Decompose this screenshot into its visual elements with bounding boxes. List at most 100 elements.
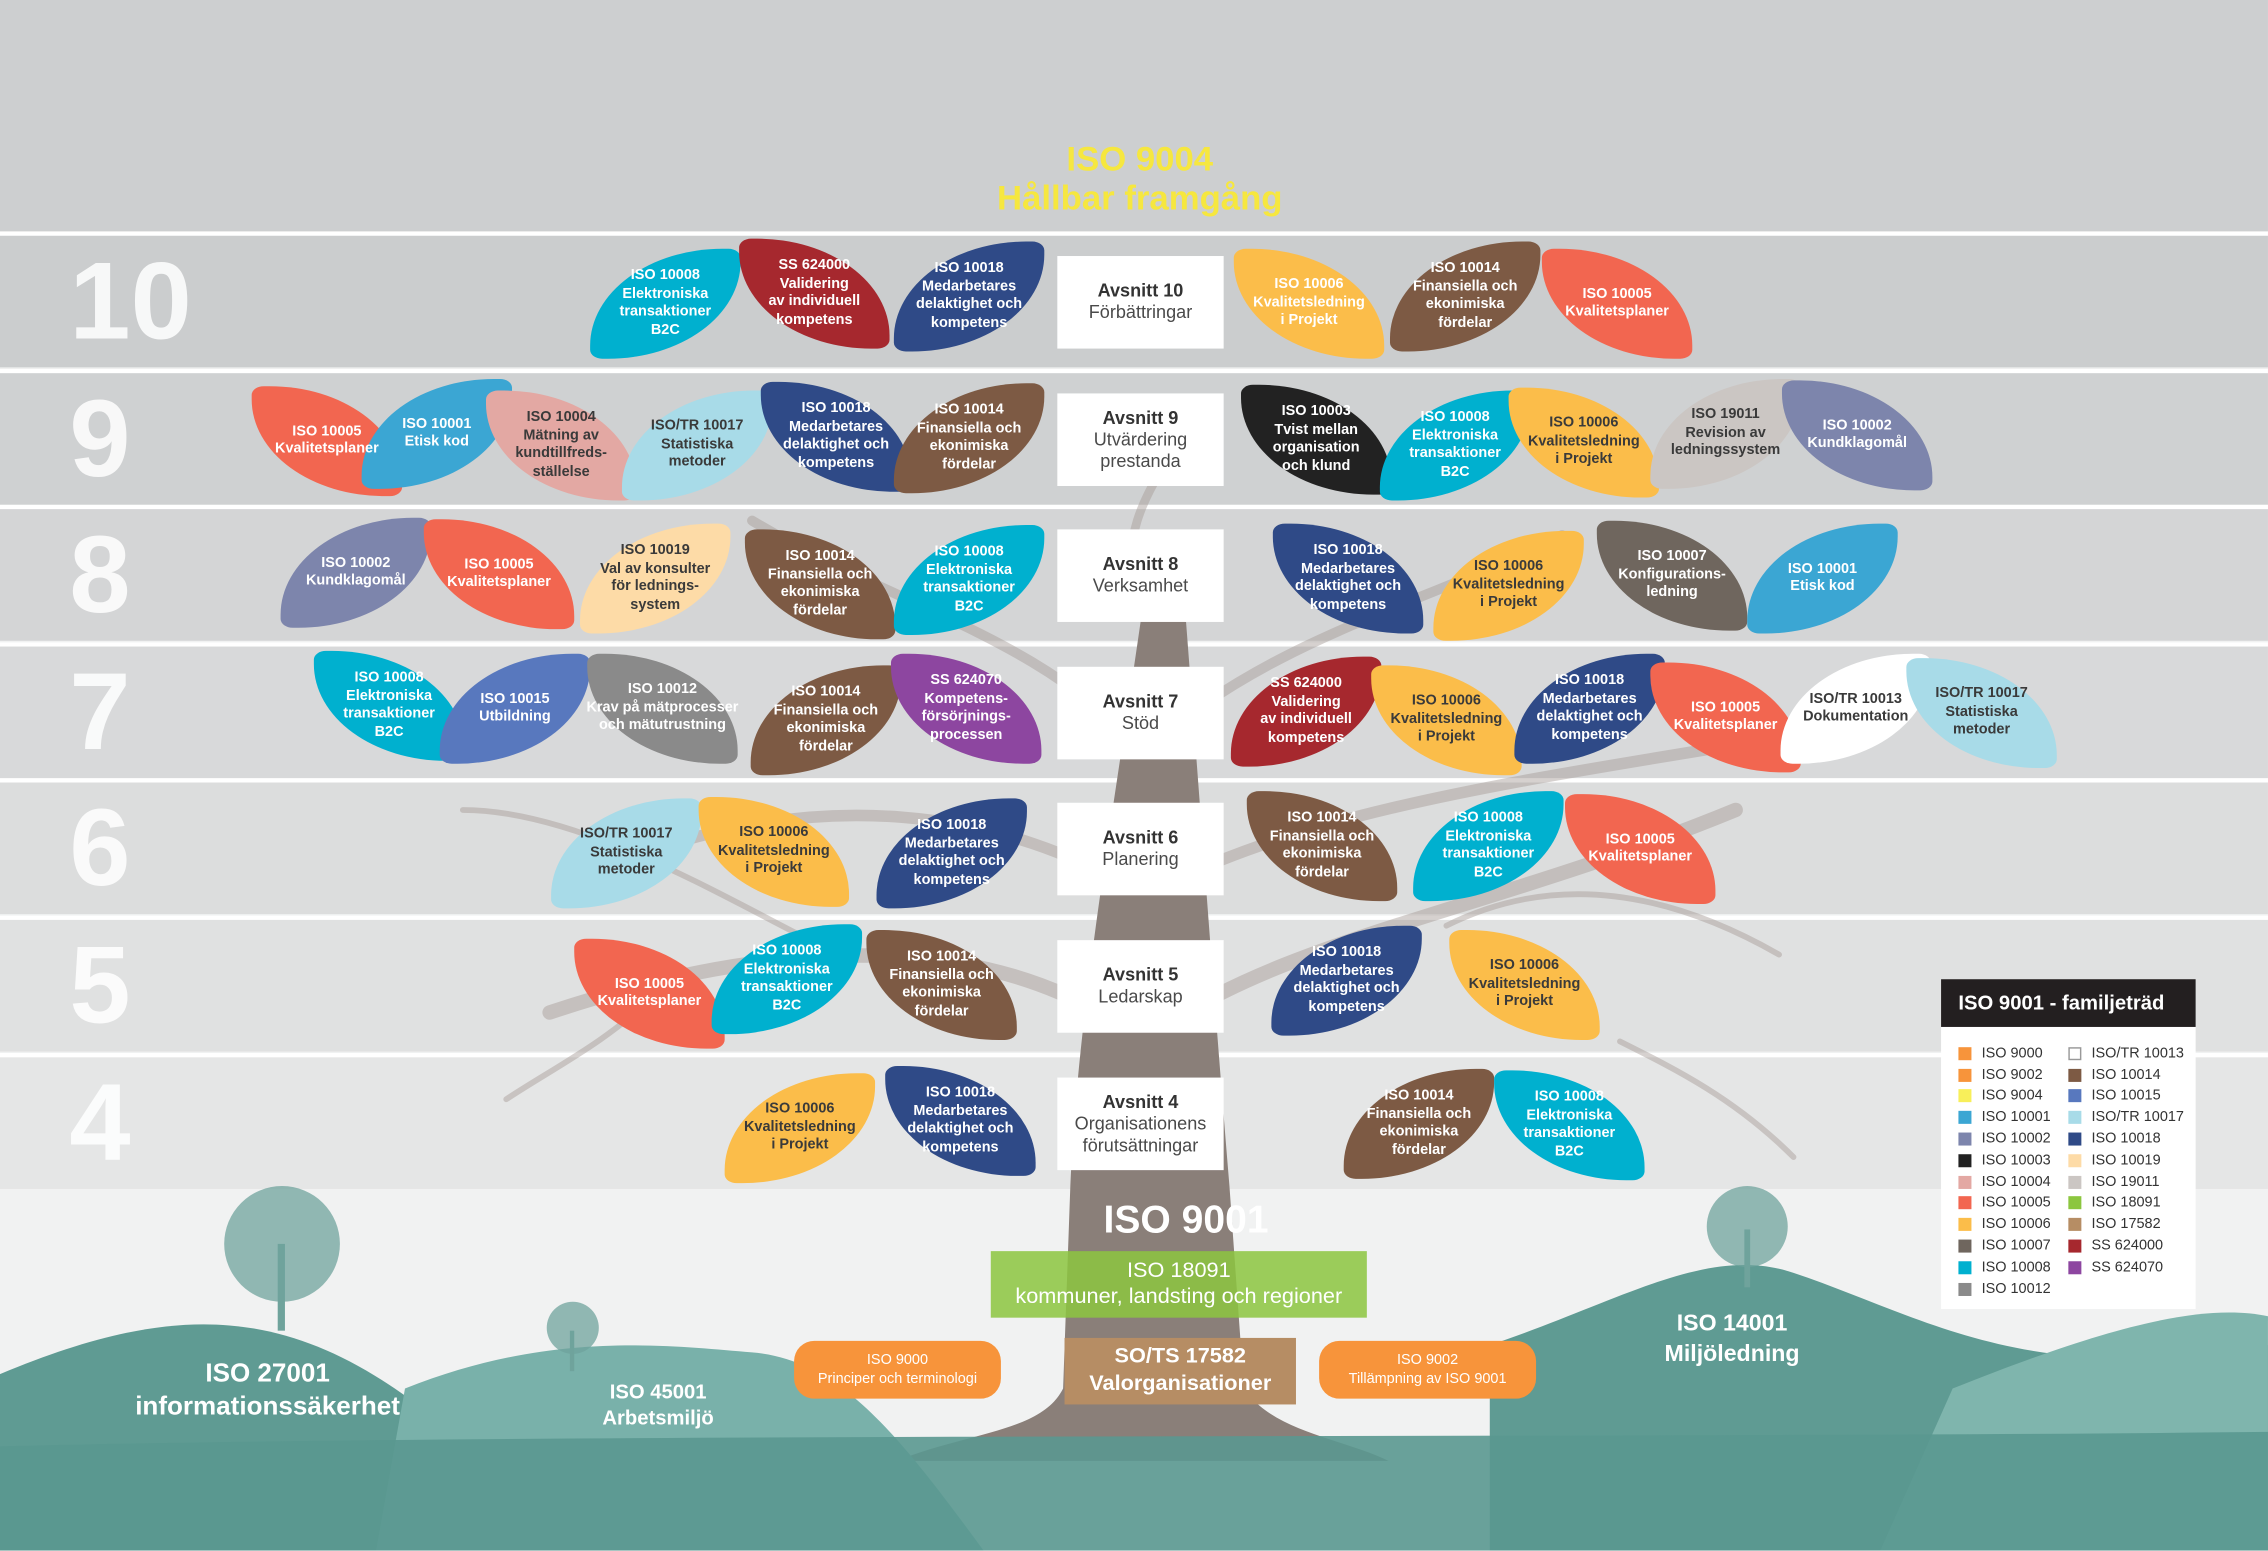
leaf-description: transaktioner	[1523, 1125, 1616, 1142]
legend-item: ISO 10018	[2068, 1128, 2184, 1149]
legend-item: ISO 19011	[2068, 1171, 2184, 1192]
leaf-description: B2C	[374, 723, 404, 740]
leaf-description: i Projekt	[1480, 594, 1538, 611]
leaf-description: fördelar	[1438, 314, 1493, 331]
iso-14001-desc: Miljöledning	[1664, 1342, 1800, 1367]
legend-label: ISO 10002	[1981, 1131, 2051, 1148]
legend-swatch	[2068, 1175, 2082, 1189]
legend-label: ISO 19011	[2091, 1174, 2160, 1190]
leaf-description: Krav på mätprocesser	[586, 699, 739, 716]
leaf-description: Elektroniska	[1445, 828, 1532, 844]
leaf-description: metoder	[668, 454, 726, 471]
leaf-code: ISO 10002	[1822, 417, 1892, 434]
section-title: Avsnitt 9	[1102, 407, 1179, 428]
leaf-description: kompetens	[930, 314, 1008, 331]
leaf-description: kompetens	[797, 454, 875, 471]
legend-label: ISO 10005	[1981, 1195, 2051, 1212]
iso-9000-desc: Principer och terminologi	[817, 1371, 978, 1388]
leaf-description: Kvalitetsplaner	[1565, 303, 1669, 320]
iso-9004-subtitle: Hållbar framgång	[996, 179, 1283, 219]
leaf-description: Finansiella och	[1366, 1105, 1472, 1122]
leaf-description: Medarbetares	[1301, 560, 1396, 577]
leaf-code: ISO 10014	[1430, 260, 1500, 277]
iso-9002-code: ISO 9002	[1397, 1352, 1459, 1369]
leaf-description: Kvalitetsplaner	[1673, 717, 1778, 734]
leaf-description: ekonimiska	[929, 438, 1009, 455]
leaf-description: ställelse	[532, 463, 590, 480]
leaf-description: Medarbetares	[1542, 690, 1637, 707]
legend-item: ISO 10003	[1958, 1150, 2051, 1171]
legend-item: ISO 10015	[2068, 1086, 2184, 1107]
legend-label: ISO/TR 10017	[2091, 1109, 2184, 1126]
leaf-code: ISO 10014	[791, 684, 861, 701]
section-subtitle: Stöd	[1121, 713, 1160, 734]
iso-9000-code: ISO 9000	[866, 1352, 929, 1369]
leaf-description: Kvalitetsledning	[1527, 433, 1640, 450]
leaf-description: Kvalitetsplaner	[597, 993, 702, 1010]
leaf-description: delaktighet och	[907, 1120, 1014, 1137]
legend-item: ISO/TR 10017	[2068, 1107, 2184, 1128]
leaf-description: kompetens	[1267, 729, 1345, 746]
leaf-description: Statistiska	[660, 436, 734, 453]
leaf-code: SS 624070	[930, 672, 1002, 689]
legend-item: ISO 9004	[1958, 1086, 2050, 1107]
leaf-description: Validering	[1271, 693, 1341, 710]
leaf-code: ISO 10008	[1534, 1089, 1604, 1106]
leaf-description: kompetens	[1551, 726, 1628, 743]
section-subtitle: förutsättningar	[1082, 1134, 1199, 1155]
header-background	[0, 0, 2268, 232]
leaf-description: fördelar	[793, 602, 848, 619]
legend-label: SS 624000	[2091, 1238, 2164, 1255]
legend-swatch	[2068, 1068, 2082, 1082]
leaf-description: Elektroniska	[926, 561, 1013, 578]
legend-item: ISO 10008	[1958, 1257, 2051, 1278]
leaf-description: Elektroniska	[1412, 427, 1499, 444]
leaf-description: Mätning av	[523, 427, 599, 444]
leaf-description: Tvist mellan	[1274, 421, 1359, 438]
leaf-code: ISO 10018	[1313, 542, 1383, 559]
leaf-description: och mätutrustning	[598, 717, 726, 734]
leaf-description: Elektroniska	[1526, 1107, 1613, 1124]
row-number: 8	[69, 513, 131, 637]
leaf-description: Kundklagomål	[1807, 435, 1908, 452]
leaf-description: Statistiska	[590, 844, 663, 861]
leaf-description: och klund	[1282, 457, 1351, 474]
legend-item: ISO 10019	[2068, 1150, 2184, 1171]
legend-label: ISO/TR 10013	[2091, 1045, 2184, 1062]
legend-label: ISO 10007	[1981, 1238, 2051, 1255]
leaf-description: ekonimiska	[1282, 846, 1362, 863]
leaf-description: Elektroniska	[346, 687, 433, 704]
leaf-description: av individuell	[768, 293, 861, 310]
tree-icons	[224, 1186, 1788, 1372]
leaf-description: fördelar	[942, 456, 997, 473]
legend-item: ISO 10005	[1958, 1193, 2051, 1214]
leaf-description: B2C	[954, 598, 984, 614]
leaf-code: ISO 10008	[752, 943, 822, 959]
leaf-code: ISO/TR 10017	[1935, 685, 2028, 702]
leaf-code: ISO 10018	[917, 817, 987, 834]
leaf-description: Etisk kod	[1790, 578, 1855, 595]
legend-title: ISO 9001 - familjeträd	[1941, 979, 2196, 1027]
leaf-description: i Projekt	[745, 860, 803, 877]
leaf-description: i Projekt	[771, 1137, 829, 1154]
legend-swatch	[2068, 1132, 2082, 1146]
legend-item: ISO 9000	[1958, 1043, 2050, 1064]
leaf-description: delaktighet och	[1536, 708, 1643, 725]
iso-45001-code: ISO 45001	[609, 1379, 707, 1404]
leaf-code: ISO 10006	[1549, 415, 1619, 432]
leaf-description: Kvalitetsplaner	[275, 441, 379, 458]
legend-item: SS 624070	[2068, 1257, 2184, 1278]
leaf-description: Elektroniska	[622, 285, 709, 302]
leaf-code: ISO 10006	[1274, 276, 1344, 293]
legend-label: ISO 10006	[1981, 1216, 2051, 1233]
legend-label: ISO 18091	[2091, 1195, 2161, 1212]
leaf-description: Konfigurations-	[1618, 566, 1726, 583]
leaf-description: Revision av	[1685, 424, 1766, 441]
section-title: Avsnitt 10	[1097, 280, 1184, 301]
legend-label: ISO 10014	[2091, 1066, 2161, 1083]
